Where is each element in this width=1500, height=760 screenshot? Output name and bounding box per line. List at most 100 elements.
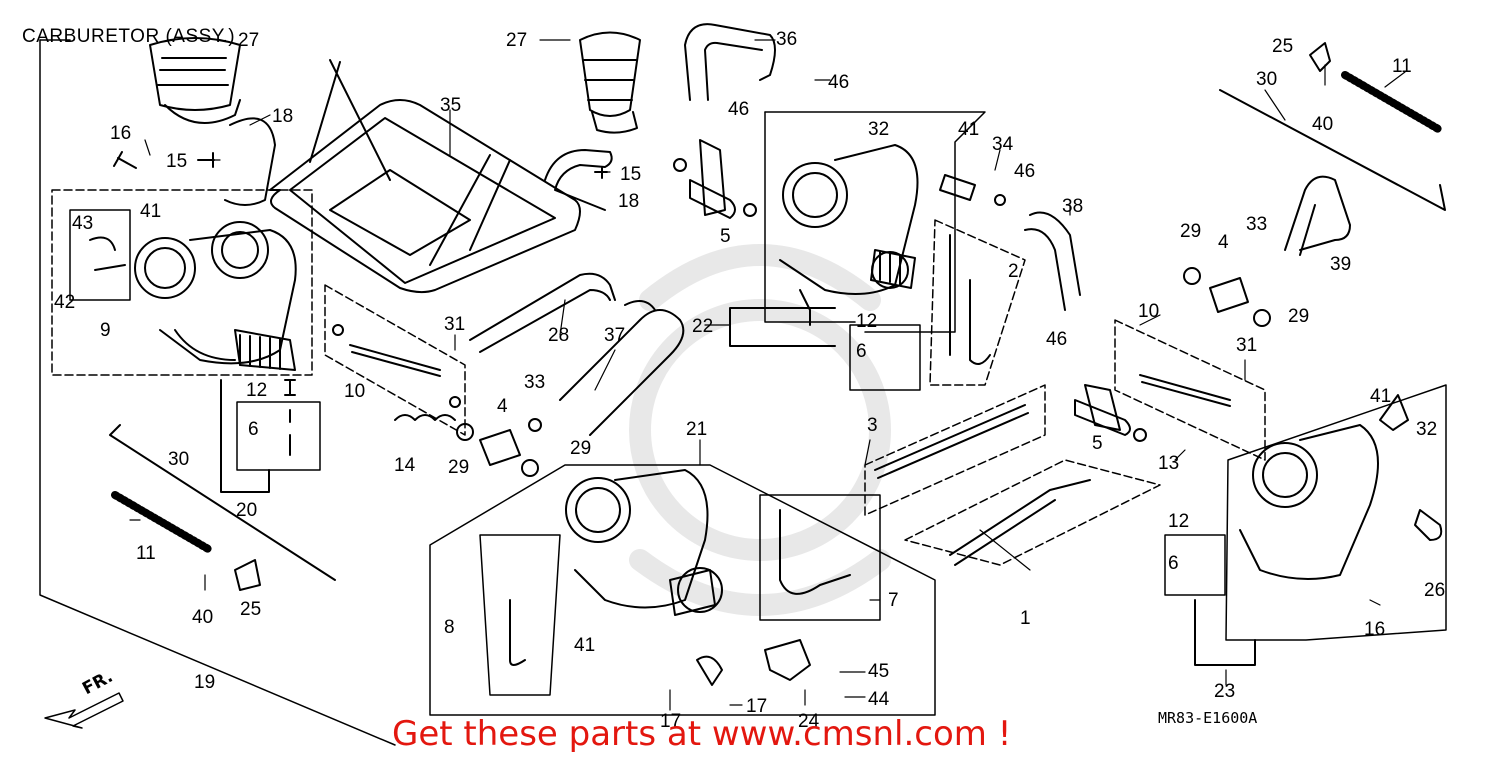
callout-12: 12 (1168, 511, 1190, 532)
carburetor-left (134, 221, 297, 371)
fitting-4-right (1183, 267, 1271, 327)
callout-11: 11 (1392, 56, 1412, 77)
callout-6: 6 (248, 419, 259, 440)
rod-30-right (1219, 89, 1446, 211)
callout-5: 5 (1092, 433, 1103, 454)
callout-46: 46 (728, 99, 750, 120)
callout-18: 18 (272, 106, 294, 127)
callout-43: 43 (72, 213, 94, 234)
callout-1: 1 (1020, 608, 1031, 629)
callout-15: 15 (166, 151, 188, 172)
callout-30: 30 (1256, 69, 1278, 90)
hose-28 (469, 272, 616, 353)
fitting-34 (939, 174, 1006, 206)
callout-39: 39 (1330, 254, 1352, 275)
spring-11-left (111, 491, 214, 554)
frame-6-12-center (849, 324, 921, 391)
callout-34: 34 (992, 134, 1014, 155)
callout-12: 12 (246, 380, 268, 401)
callout-13: 13 (1158, 453, 1180, 474)
callout-5: 5 (720, 226, 731, 247)
callout-33: 33 (1246, 214, 1268, 235)
callout-37: 37 (604, 325, 626, 346)
callout-46: 46 (1014, 161, 1036, 182)
bolt-16-left (113, 151, 137, 169)
promo-banner-link[interactable]: Get these parts at www.cmsnl.com ! (392, 714, 1012, 754)
callout-6: 6 (856, 341, 867, 362)
hose-39 (1284, 175, 1351, 256)
air-funnel-left (149, 37, 241, 124)
frame-23-stack (1164, 534, 1256, 666)
bracket-18-center (544, 149, 613, 211)
carburetor-22 (764, 111, 986, 333)
frame-9-parts (69, 209, 131, 301)
carburetor-right (1225, 384, 1447, 641)
clip-25-left (234, 559, 261, 591)
callout-32: 32 (1416, 419, 1438, 440)
callout-29: 29 (570, 438, 592, 459)
callout-41: 41 (1370, 386, 1392, 407)
callout-10: 10 (1138, 301, 1160, 322)
callout-18: 18 (618, 191, 640, 212)
callout-15: 15 (620, 164, 642, 185)
frame-20-parts (220, 379, 321, 493)
callout-27: 27 (506, 30, 528, 51)
callout-26: 26 (1424, 580, 1446, 601)
callout-4: 4 (497, 396, 508, 417)
callout-40: 40 (1312, 114, 1334, 135)
callout-41: 41 (140, 201, 162, 222)
callout-28: 28 (548, 325, 570, 346)
callout-7: 7 (888, 590, 899, 611)
callout-29: 29 (448, 457, 470, 478)
callout-32: 32 (868, 119, 890, 140)
callout-24: 24 (798, 711, 820, 732)
frame-8-parts (479, 534, 561, 696)
air-funnel-27 (579, 31, 641, 134)
callout-14: 14 (394, 455, 416, 476)
frame-2-parts (929, 219, 1026, 386)
callout-33: 33 (524, 372, 546, 393)
callout-22: 22 (692, 316, 714, 337)
callout-35: 35 (440, 95, 462, 116)
air-box-35 (269, 59, 581, 294)
callout-29: 29 (1288, 306, 1310, 327)
callout-10: 10 (344, 381, 366, 402)
callout-41: 41 (958, 119, 980, 140)
shaft-10-right (1114, 319, 1266, 461)
callout-46: 46 (828, 72, 850, 93)
callout-4: 4 (1218, 232, 1229, 253)
callout-25: 25 (1272, 36, 1294, 57)
callout-46: 46 (1046, 329, 1068, 350)
callout-20: 20 (236, 500, 258, 521)
hose-36 (684, 23, 776, 101)
fitting-4-left (456, 418, 542, 477)
callout-38: 38 (1062, 196, 1084, 217)
clip-26 (1414, 509, 1443, 541)
rod-30-left (109, 424, 336, 581)
callout-21: 21 (686, 419, 708, 440)
bracket-22 (729, 307, 836, 347)
shaft-10-left (324, 284, 466, 436)
callout-30: 30 (168, 449, 190, 470)
front-arrow (44, 692, 124, 729)
link-3 (864, 384, 1046, 516)
callout-19: 19 (194, 672, 216, 693)
callout-29: 29 (1180, 221, 1202, 242)
joint-5-right (1074, 384, 1147, 442)
callout-2: 2 (1008, 261, 1019, 282)
callout-11: 11 (136, 543, 156, 564)
callout-16: 16 (110, 123, 132, 144)
hose-38 (1024, 211, 1081, 311)
hose-37 (559, 300, 685, 436)
callout-31: 31 (1236, 335, 1258, 356)
callout-25: 25 (240, 599, 262, 620)
callout-6: 6 (1168, 553, 1179, 574)
leader-lines (129, 39, 1406, 711)
bracket-24 (696, 639, 811, 686)
callout-45: 45 (868, 661, 890, 682)
assembly-bracket-19 (39, 39, 396, 746)
callout-36: 36 (776, 29, 798, 50)
callout-8: 8 (444, 617, 455, 638)
callout-41: 41 (574, 635, 596, 656)
